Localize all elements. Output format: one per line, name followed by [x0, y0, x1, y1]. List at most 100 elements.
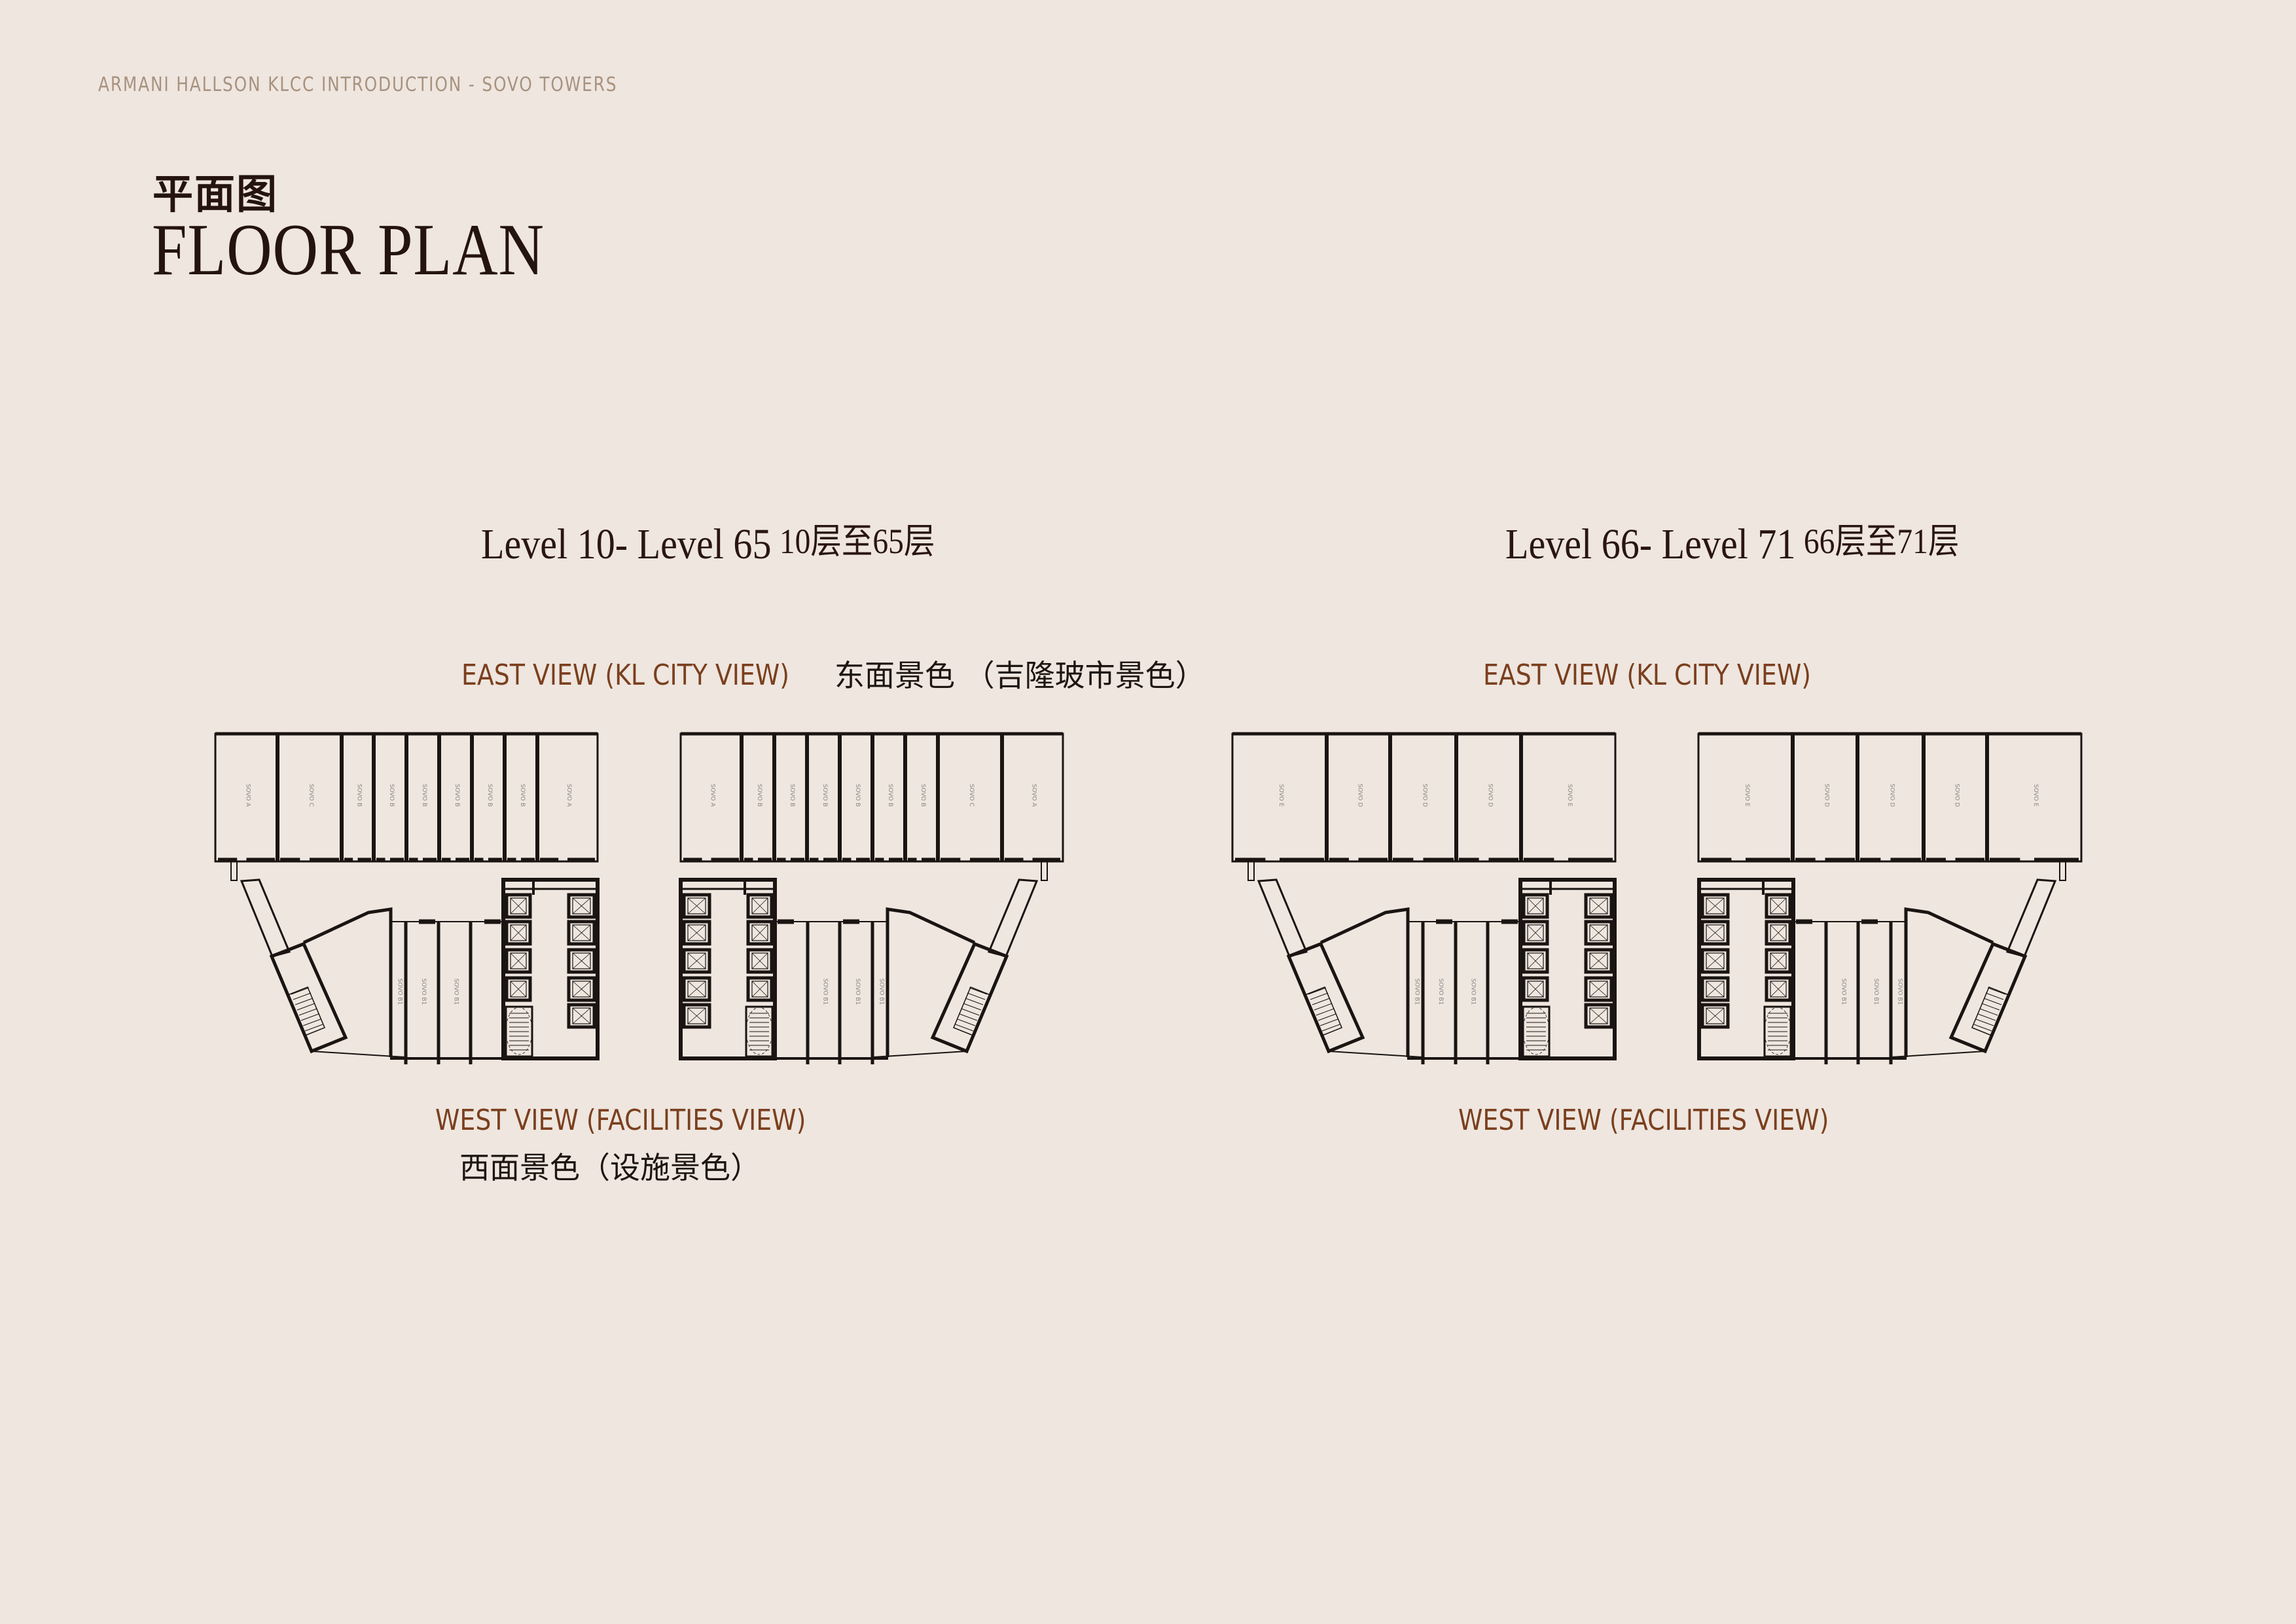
lift-shaft: [1700, 920, 1730, 946]
lift-shaft: [1522, 948, 1549, 974]
unit-label: SOVO D: [1954, 784, 1960, 807]
unit-label: SOVO B: [454, 784, 460, 807]
lift-shaft: [1584, 893, 1613, 919]
lift-car: [572, 897, 591, 914]
stair-tread: [961, 1008, 980, 1016]
lift-cross: [751, 952, 768, 969]
lift-car: [687, 1007, 706, 1024]
lift-car: [1527, 897, 1544, 914]
stair-tread: [1314, 1003, 1333, 1011]
stair-tread: [959, 1013, 978, 1021]
lift-car: [510, 952, 527, 969]
lift-car: [1527, 952, 1544, 969]
stair-swing: [505, 1007, 533, 1055]
lower-unit-block: [1793, 921, 1907, 1060]
unit-label: SOVO D: [1357, 784, 1363, 807]
lift-shaft: [746, 893, 774, 919]
stair-tread: [300, 1013, 319, 1021]
stair-wing-corridor: [2005, 878, 2057, 958]
lift-car: [510, 897, 527, 914]
unit-block: [1697, 732, 2083, 863]
lift-car: [1589, 897, 1608, 914]
unit-label: SOVO E: [2032, 784, 2039, 807]
unit-label: SOVO B: [821, 784, 828, 807]
angled-wall: [1319, 907, 1410, 1057]
unit-label: SOVO B1: [453, 979, 459, 1005]
unit-label: SOVO A: [709, 784, 716, 808]
lift-cross: [751, 924, 768, 941]
stair-tread: [965, 998, 984, 1005]
stair-tread: [967, 992, 986, 1000]
unit-label: SOVO B1: [854, 979, 861, 1005]
stair-tread: [963, 1003, 982, 1011]
unit-label: SOVO D: [1889, 784, 1895, 807]
unit-label: SOVO E: [1566, 784, 1573, 807]
lift-cross: [572, 897, 591, 914]
lift-shaft: [505, 948, 532, 974]
lift-cross: [510, 897, 527, 914]
lift-car: [1589, 981, 1608, 998]
stair-tread: [295, 998, 314, 1005]
staircase: [1971, 986, 2009, 1036]
lift-shaft: [1765, 920, 1792, 946]
page-title-chinese: 平面图: [152, 170, 279, 218]
lift-shaft: [567, 920, 596, 946]
lift-core: [1518, 878, 1617, 1060]
lift-car: [1770, 924, 1787, 941]
lift-cross: [1706, 897, 1725, 914]
plan-1-east-view-cn: 东面景色 （吉隆玻市景色）: [834, 658, 1206, 693]
lift-car: [1706, 1007, 1725, 1024]
plan-2-east-view-label: EAST VIEW (KL CITY VIEW): [1483, 659, 1812, 692]
lift-cross: [1770, 981, 1787, 998]
plan-1-east-view-label: EAST VIEW (KL CITY VIEW): [461, 659, 790, 692]
lift-core: [501, 878, 600, 1060]
lift-cross: [687, 924, 706, 941]
unit-label: SOVO D: [1823, 784, 1830, 807]
lift-cross: [687, 952, 706, 969]
stair-wing-corridor: [1257, 878, 1308, 958]
connector-corridor: [1247, 861, 1255, 881]
lift-car: [1589, 924, 1608, 941]
lift-shaft: [1765, 976, 1792, 1002]
unit-block: [1231, 732, 1617, 863]
unit-label: SOVO A: [1031, 784, 1037, 808]
stair-tread: [1973, 1024, 1992, 1032]
lift-car: [1770, 897, 1787, 914]
stair-tread: [1975, 1019, 1994, 1026]
angled-wall: [1904, 907, 1994, 1057]
lift-car: [1706, 981, 1725, 998]
unit-label: SOVO E: [1744, 784, 1750, 807]
lift-shaft: [1584, 1003, 1613, 1029]
lift-cross: [572, 952, 591, 969]
stair-tread: [1318, 1013, 1336, 1021]
lift-cross: [1589, 1007, 1608, 1024]
stair-tread: [291, 987, 310, 995]
unit-label: SOVO B: [756, 784, 762, 807]
core-wing-inner: [230, 861, 600, 1064]
plan-2-west-view-label: WEST VIEW (FACILITIES VIEW): [1458, 1104, 1829, 1137]
unit-label: SOVO B1: [397, 979, 403, 1005]
stair-tread: [1321, 1024, 1340, 1032]
lift-cross: [1770, 924, 1787, 941]
west-facade: [872, 1051, 967, 1058]
lift-car: [510, 981, 527, 998]
lift-cross: [687, 981, 706, 998]
lift-shaft: [682, 976, 711, 1002]
lift-shaft: [682, 893, 711, 919]
stair-tread: [1310, 992, 1329, 1000]
unit-label: SOVO B: [920, 784, 926, 807]
core-wing: [230, 861, 600, 1064]
lower-unit-block: [390, 921, 504, 1060]
core-wing: [1697, 861, 2066, 1064]
lift-shaft: [1700, 976, 1730, 1002]
stair-tread: [1985, 992, 2004, 1000]
stair-tread: [1987, 987, 2006, 995]
plan-1-west-view-cn: 西面景色（设施景色）: [459, 1150, 761, 1185]
lift-shaft: [1765, 948, 1792, 974]
unit-label: SOVO A: [565, 784, 572, 808]
unit-label: SOVO D: [1422, 784, 1428, 807]
lift-car: [687, 952, 706, 969]
lift-car: [572, 924, 591, 941]
unit-block: [679, 732, 1064, 863]
